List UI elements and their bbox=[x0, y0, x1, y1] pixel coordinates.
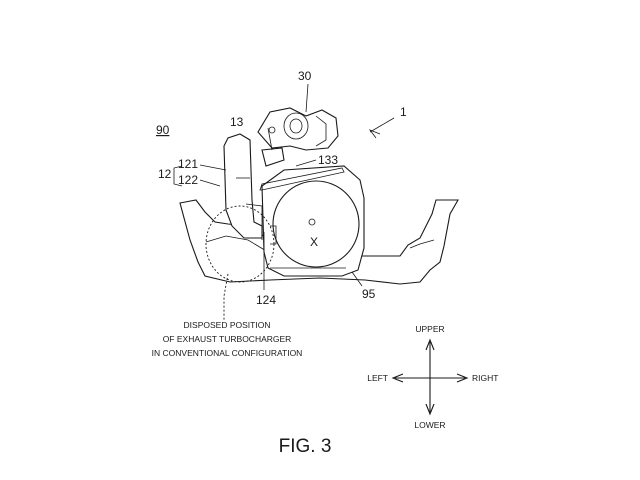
direction-arrows bbox=[391, 338, 469, 416]
ref-30: 30 bbox=[298, 69, 312, 83]
figure-caption: FIG. 3 bbox=[279, 436, 332, 457]
direction-lower: LOWER bbox=[414, 420, 445, 430]
leader-lines bbox=[173, 83, 395, 290]
direction-upper: UPPER bbox=[415, 324, 444, 334]
ref-x: X bbox=[310, 235, 318, 249]
note-line-1: DISPOSED POSITION bbox=[184, 320, 271, 330]
ref-12: 12 bbox=[158, 167, 172, 181]
turbocharger-30 bbox=[257, 107, 339, 167]
ref-133: 133 bbox=[318, 153, 338, 167]
note-line-3: IN CONVENTIONAL CONFIGURATION bbox=[152, 348, 303, 358]
direction-right: RIGHT bbox=[472, 373, 498, 383]
ref-124: 124 bbox=[256, 293, 276, 307]
ref-122: 122 bbox=[178, 173, 198, 187]
exhaust-pipe-12 bbox=[223, 133, 277, 245]
ref-13: 13 bbox=[230, 115, 244, 129]
ref-1: 1 bbox=[400, 105, 407, 119]
ref-90: 90 bbox=[156, 123, 170, 137]
engine-block bbox=[259, 165, 365, 277]
conventional-position-outline bbox=[205, 205, 275, 320]
direction-left: LEFT bbox=[367, 373, 388, 383]
ref-121: 121 bbox=[178, 157, 198, 171]
ref-95: 95 bbox=[362, 287, 376, 301]
note-line-2: OF EXHAUST TURBOCHARGER bbox=[163, 334, 292, 344]
